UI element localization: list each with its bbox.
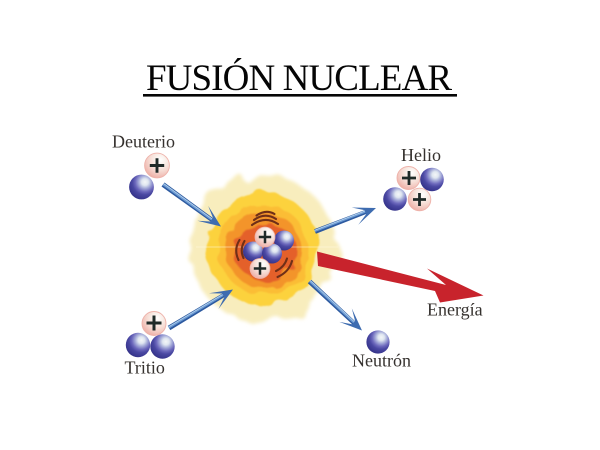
svg-text:Energía: Energía — [427, 300, 483, 320]
svg-text:Helio: Helio — [401, 145, 441, 165]
svg-text:Neutrón: Neutrón — [352, 350, 411, 370]
svg-text:Deuterio: Deuterio — [112, 132, 175, 152]
svg-text:FUSIÓN NUCLEAR: FUSIÓN NUCLEAR — [146, 57, 452, 99]
svg-text:Tritio: Tritio — [125, 358, 165, 378]
